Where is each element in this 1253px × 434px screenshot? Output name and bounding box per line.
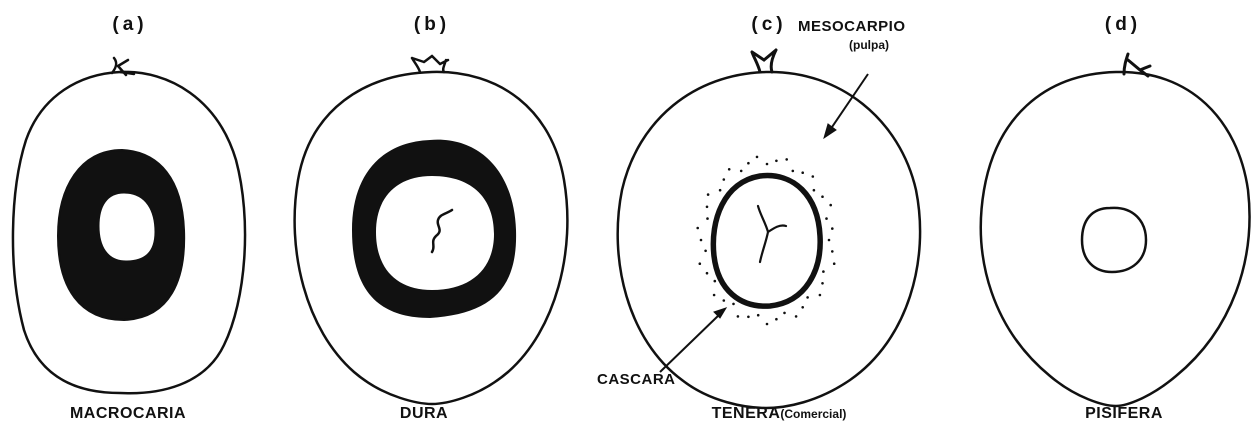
panel-a-caption: MACROCARIA	[70, 405, 186, 423]
fiber-dot	[747, 162, 750, 165]
panel-a-fruit	[13, 58, 245, 393]
fiber-dot	[828, 239, 831, 242]
panel-d-letter: (d)	[1105, 14, 1141, 36]
fiber-dot	[699, 262, 702, 265]
shell-leader-arrowhead	[714, 308, 726, 318]
fiber-dot	[704, 250, 707, 253]
mesocarp-sub-label: (pulpa)	[849, 38, 889, 52]
fiber-dot	[812, 175, 815, 178]
fiber-dot	[783, 312, 786, 315]
fiber-dot	[801, 171, 804, 174]
fiber-dot	[732, 303, 735, 306]
panel-d-outer-fruit	[981, 72, 1250, 406]
fiber-dot	[706, 217, 709, 220]
fiber-dot	[819, 294, 822, 297]
fiber-dot	[700, 239, 703, 242]
fiber-dot	[821, 195, 824, 198]
fiber-dot	[747, 316, 750, 319]
fiber-dot	[795, 315, 798, 318]
fiber-dot	[706, 206, 709, 209]
panel-d-fruit	[981, 54, 1250, 406]
fiber-dot	[775, 160, 778, 163]
fiber-dot	[737, 315, 740, 318]
panel-b-shell	[352, 140, 516, 318]
fiber-dot	[723, 178, 726, 181]
fiber-dot	[756, 156, 759, 159]
fiber-dot	[833, 262, 836, 265]
panel-b-caption: DURA	[400, 405, 448, 423]
panel-b-fruit	[295, 56, 568, 404]
panel-c-caption-sub: (Comercial)	[780, 407, 846, 421]
mesocarp-leader-arrowhead	[824, 124, 836, 138]
fiber-dot	[766, 323, 769, 326]
fiber-dot	[806, 296, 809, 299]
fiber-dot	[728, 168, 731, 171]
fiber-dot	[707, 193, 710, 196]
panel-b-kernel-line	[432, 210, 452, 252]
mesocarp-leader-line	[830, 74, 868, 130]
fiber-dot	[696, 227, 699, 230]
fiber-dot	[813, 189, 816, 192]
fiber-dot	[714, 280, 717, 283]
fiber-dot	[713, 294, 716, 297]
fiber-dot	[831, 250, 834, 253]
panel-c-outer-fruit	[618, 72, 920, 408]
panel-d-kernel	[1082, 208, 1146, 272]
fiber-dot	[757, 314, 760, 317]
fiber-dot	[831, 227, 834, 230]
fiber-dot	[766, 163, 769, 166]
fiber-dot	[775, 318, 778, 321]
fiber-dot	[792, 170, 795, 173]
mesocarp-label: MESOCARPIO	[798, 18, 906, 35]
fiber-dot	[829, 204, 832, 207]
shell-label: CASCARA	[597, 371, 676, 388]
panel-c-caption: TENERA	[712, 405, 781, 422]
panel-c-fruit	[618, 50, 920, 408]
panel-b-outer-fruit	[295, 72, 568, 404]
fiber-dot	[825, 217, 828, 220]
panel-c-kernel-lines	[758, 206, 786, 262]
panel-b-letter: (b)	[414, 14, 450, 36]
fiber-dot	[723, 299, 726, 302]
fiber-dot	[785, 158, 788, 161]
fiber-dot	[801, 306, 804, 309]
fiber-dot	[706, 272, 709, 275]
fiber-dot	[740, 170, 743, 173]
fiber-dot	[822, 270, 825, 273]
panel-a-letter: (a)	[112, 14, 147, 36]
panel-c-caption-group: TENERA(Comercial)	[712, 405, 847, 423]
panel-d-caption: PISIFERA	[1085, 405, 1163, 423]
panel-a-kernel	[100, 194, 154, 260]
fiber-dot	[719, 189, 722, 192]
fiber-dot	[821, 282, 824, 285]
shell-leader-line	[660, 314, 720, 372]
panel-b-stalk	[412, 56, 448, 72]
panel-c-stalk	[752, 50, 776, 72]
panel-c-letter: (c)	[751, 14, 786, 36]
